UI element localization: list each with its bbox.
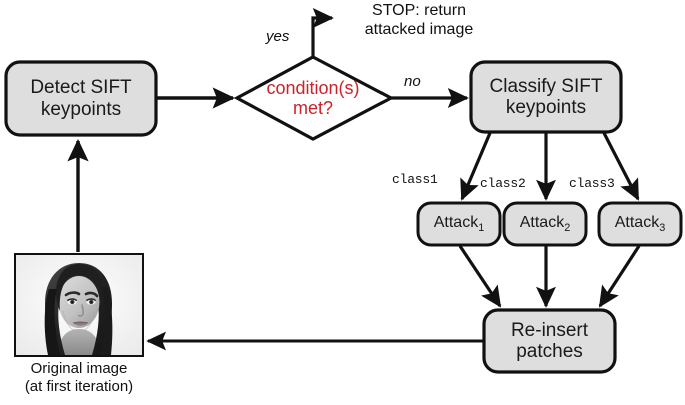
portrait-photo-graphic xyxy=(16,255,142,355)
edge-label-class1: class1 xyxy=(392,172,438,187)
node-shape-reinsert-patches xyxy=(482,308,617,374)
caption-line-2: (at first iteration) xyxy=(24,378,134,395)
stop-line-1: STOP: return xyxy=(372,2,466,19)
stop-line-2: attacked image xyxy=(364,20,474,38)
node-shape-attack-2 xyxy=(502,201,588,247)
class1-text: class1 xyxy=(392,172,438,187)
node-shape-attack-1 xyxy=(416,201,502,247)
class3-text: class3 xyxy=(569,176,615,191)
edge-attack1-to-reinsert xyxy=(458,245,502,308)
edge-label-no: no xyxy=(404,73,421,90)
caption-line-1: Original image xyxy=(30,360,128,377)
edge-label-class2: class2 xyxy=(480,176,526,191)
edge-label-yes: yes xyxy=(266,28,289,45)
edge-decision-yes-to-stop xyxy=(311,8,334,57)
edge-attack3-to-reinsert xyxy=(598,245,641,308)
edge-classify-to-attack3 xyxy=(602,132,640,201)
node-shape-attack-3 xyxy=(597,201,683,247)
node-shape-classify-sift-keypoints xyxy=(469,60,623,134)
terminal-label-stop-return-attacked-image: STOP: return attacked image xyxy=(339,2,499,40)
class2-text: class2 xyxy=(480,176,526,191)
original-image-thumbnail xyxy=(14,253,144,357)
edge-classify-to-attack1 xyxy=(460,132,492,201)
node-shape-condition-decision xyxy=(233,55,395,141)
node-shape-detect-sift-keypoints xyxy=(4,60,158,137)
yes-text: yes xyxy=(266,28,290,45)
caption-original-image: Original image (at first iteration) xyxy=(0,360,158,396)
edge-label-class3: class3 xyxy=(569,176,615,191)
no-text: no xyxy=(404,73,421,90)
